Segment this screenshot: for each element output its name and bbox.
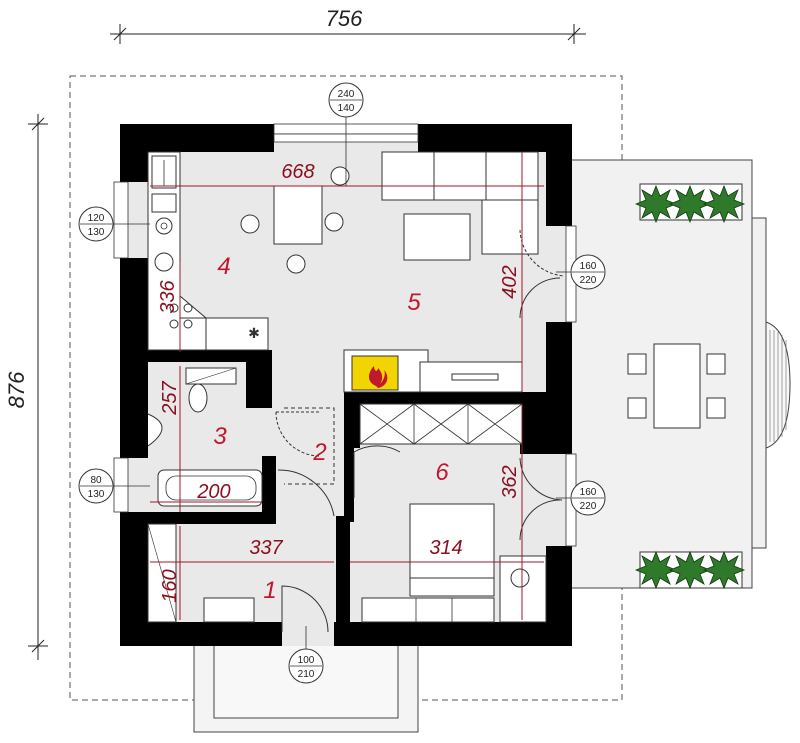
flame-icon — [369, 366, 388, 388]
dim-bedroom-depth: 362 — [499, 465, 521, 498]
opening-marker-bedroom-door: 160 220 — [556, 480, 606, 516]
opening-height: 220 — [580, 501, 597, 512]
room-number-3: 3 — [213, 423, 227, 450]
dim-kitchen-living-width: 668 — [281, 161, 314, 183]
opening-height: 220 — [580, 275, 597, 286]
dim-bedroom-width: 314 — [429, 537, 462, 559]
opening-width: 160 — [580, 261, 597, 272]
kitchen-counter: ✱ — [147, 151, 269, 351]
opening-width: 240 — [338, 89, 355, 100]
opening-marker-top: 240 140 — [328, 82, 364, 186]
dim-kitchen-depth: 336 — [157, 279, 179, 313]
opening-marker-bathroom-window: 80 130 — [78, 468, 150, 504]
dim-hall-width: 337 — [249, 537, 283, 559]
opening-height: 130 — [88, 227, 105, 238]
opening-height: 210 — [298, 669, 315, 680]
dim-bathroom-depth: 257 — [159, 380, 181, 415]
inner-dimension-lines — [150, 152, 544, 620]
room-number-6: 6 — [435, 459, 449, 486]
doors — [275, 229, 565, 633]
opening-width: 160 — [580, 487, 597, 498]
hall-furniture — [147, 523, 255, 623]
outer-dimension-width — [110, 24, 586, 44]
opening-width: 100 — [298, 655, 315, 666]
room-number-4: 4 — [217, 253, 230, 280]
room-number-5: 5 — [407, 289, 421, 316]
tv-cabinet — [419, 361, 523, 393]
planter-bottom — [634, 550, 746, 590]
sofa — [381, 151, 539, 255]
room-number-1: 1 — [263, 577, 276, 604]
outer-dimension-depth — [28, 114, 48, 660]
terrace-table — [653, 343, 701, 429]
opening-marker-kitchen-window: 120 130 — [78, 206, 150, 242]
opening-marker-entrance-door: 100 210 — [288, 626, 324, 684]
dim-living-depth: 402 — [499, 265, 521, 298]
dim-hall-depth: 160 — [159, 569, 181, 602]
bathroom-fixtures — [147, 367, 263, 507]
terrace-chair — [627, 353, 647, 375]
opening-height: 140 — [338, 103, 355, 114]
dining-set — [240, 166, 350, 274]
outer-width-label: 756 — [326, 6, 363, 31]
opening-width: 120 — [88, 213, 105, 224]
terrace-chair — [706, 397, 726, 419]
dim-bathroom-width: 200 — [196, 481, 230, 503]
coffee-table — [403, 213, 471, 261]
planter-top — [634, 183, 746, 224]
room-number-2: 2 — [312, 439, 326, 466]
opening-width: 80 — [90, 475, 102, 486]
bedroom-furniture — [359, 403, 547, 623]
asterisk-icon: ✱ — [248, 325, 260, 341]
terrace — [559, 159, 791, 590]
terrace-chair — [706, 353, 726, 375]
terrace-chair — [627, 397, 647, 419]
opening-marker-living-door: 160 220 — [556, 254, 606, 290]
opening-height: 130 — [88, 489, 105, 500]
fireplace — [343, 349, 429, 393]
outer-depth-label: 876 — [4, 371, 29, 408]
walls — [120, 124, 572, 646]
